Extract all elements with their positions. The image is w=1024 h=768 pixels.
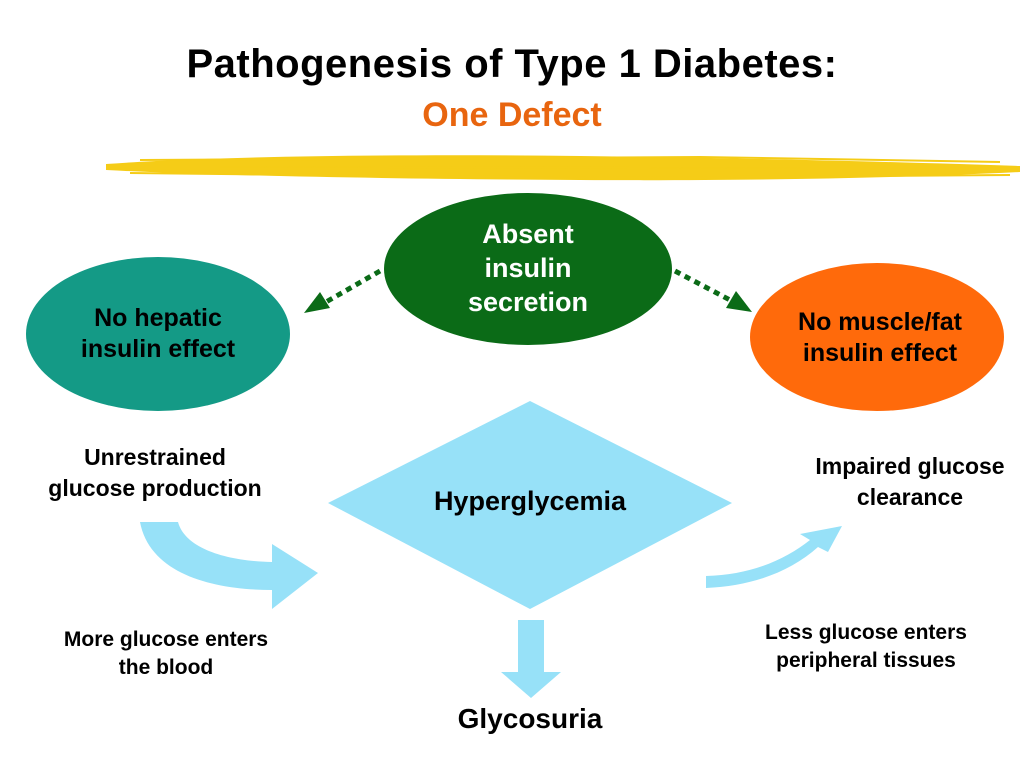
dotted-arrow-right-line [673,268,732,303]
impaired-label: Impaired glucose clearance [815,453,1005,511]
dotted-arrow-right-head [726,291,752,312]
glycosuria-label: Glycosuria [457,703,603,734]
curved-arrow-left [140,522,318,609]
page-subtitle: One Defect [422,96,602,134]
left-oval [26,257,290,411]
divider-stroke-middle [219,166,801,169]
down-arrow [501,620,561,698]
unrestrained-label: Unrestrained glucose production [48,444,262,502]
divider-stroke-bottom [129,172,1011,180]
right-oval-label: No muscle/fat insulin effect [798,307,962,367]
dotted-arrow-left-head [304,292,330,313]
center-oval-label: Absent insulin secretion [467,219,589,317]
divider-stroke-top [139,155,1001,163]
left-oval-label: No hepatic insulin effect [80,303,236,363]
page-title: Pathogenesis of Type 1 Diabetes: [186,42,838,86]
less-glucose-label: Less glucose enters peripheral tissues [765,621,967,673]
hyperglycemia-diamond [328,401,732,609]
more-glucose-label: More glucose enters the blood [63,628,269,680]
right-oval [750,263,1004,411]
highlighter-divider [106,155,1020,181]
diamond-label: Hyperglycemia [433,486,627,517]
center-oval [384,193,672,345]
curved-arrow-right [706,526,842,588]
dotted-arrow-left-line [324,268,382,305]
